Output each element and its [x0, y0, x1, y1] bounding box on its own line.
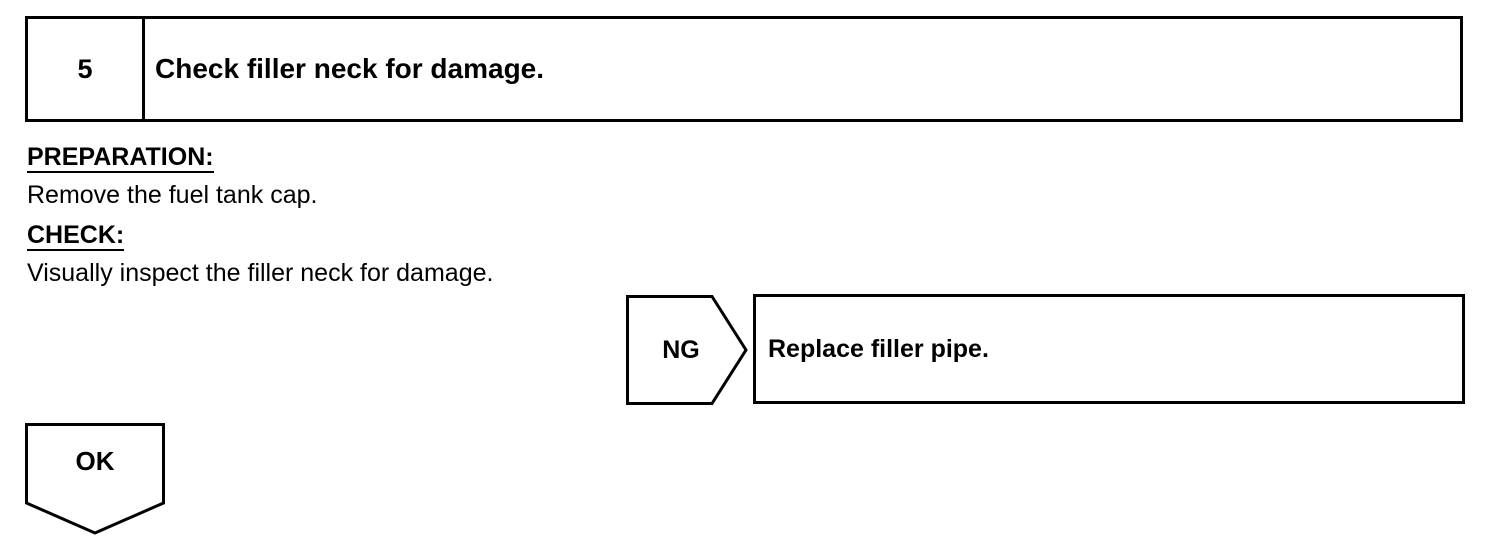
- ng-action-text: Replace filler pipe.: [768, 334, 989, 363]
- check-heading: CHECK:: [27, 221, 125, 251]
- ng-arrow-shape: [626, 295, 748, 405]
- preparation-heading: PREPARATION:: [27, 143, 214, 173]
- ng-action-box: Replace filler pipe.: [753, 294, 1465, 404]
- check-text: Visually inspect the filler neck for dam…: [27, 259, 494, 287]
- ok-arrow-shape: [25, 423, 165, 535]
- step-header: 5 Check filler neck for damage.: [25, 16, 1463, 122]
- step-number: 5: [28, 19, 145, 119]
- preparation-text: Remove the fuel tank cap.: [27, 181, 318, 209]
- ok-label: OK: [75, 446, 115, 476]
- ng-label: NG: [662, 335, 700, 364]
- step-title: Check filler neck for damage.: [155, 53, 545, 84]
